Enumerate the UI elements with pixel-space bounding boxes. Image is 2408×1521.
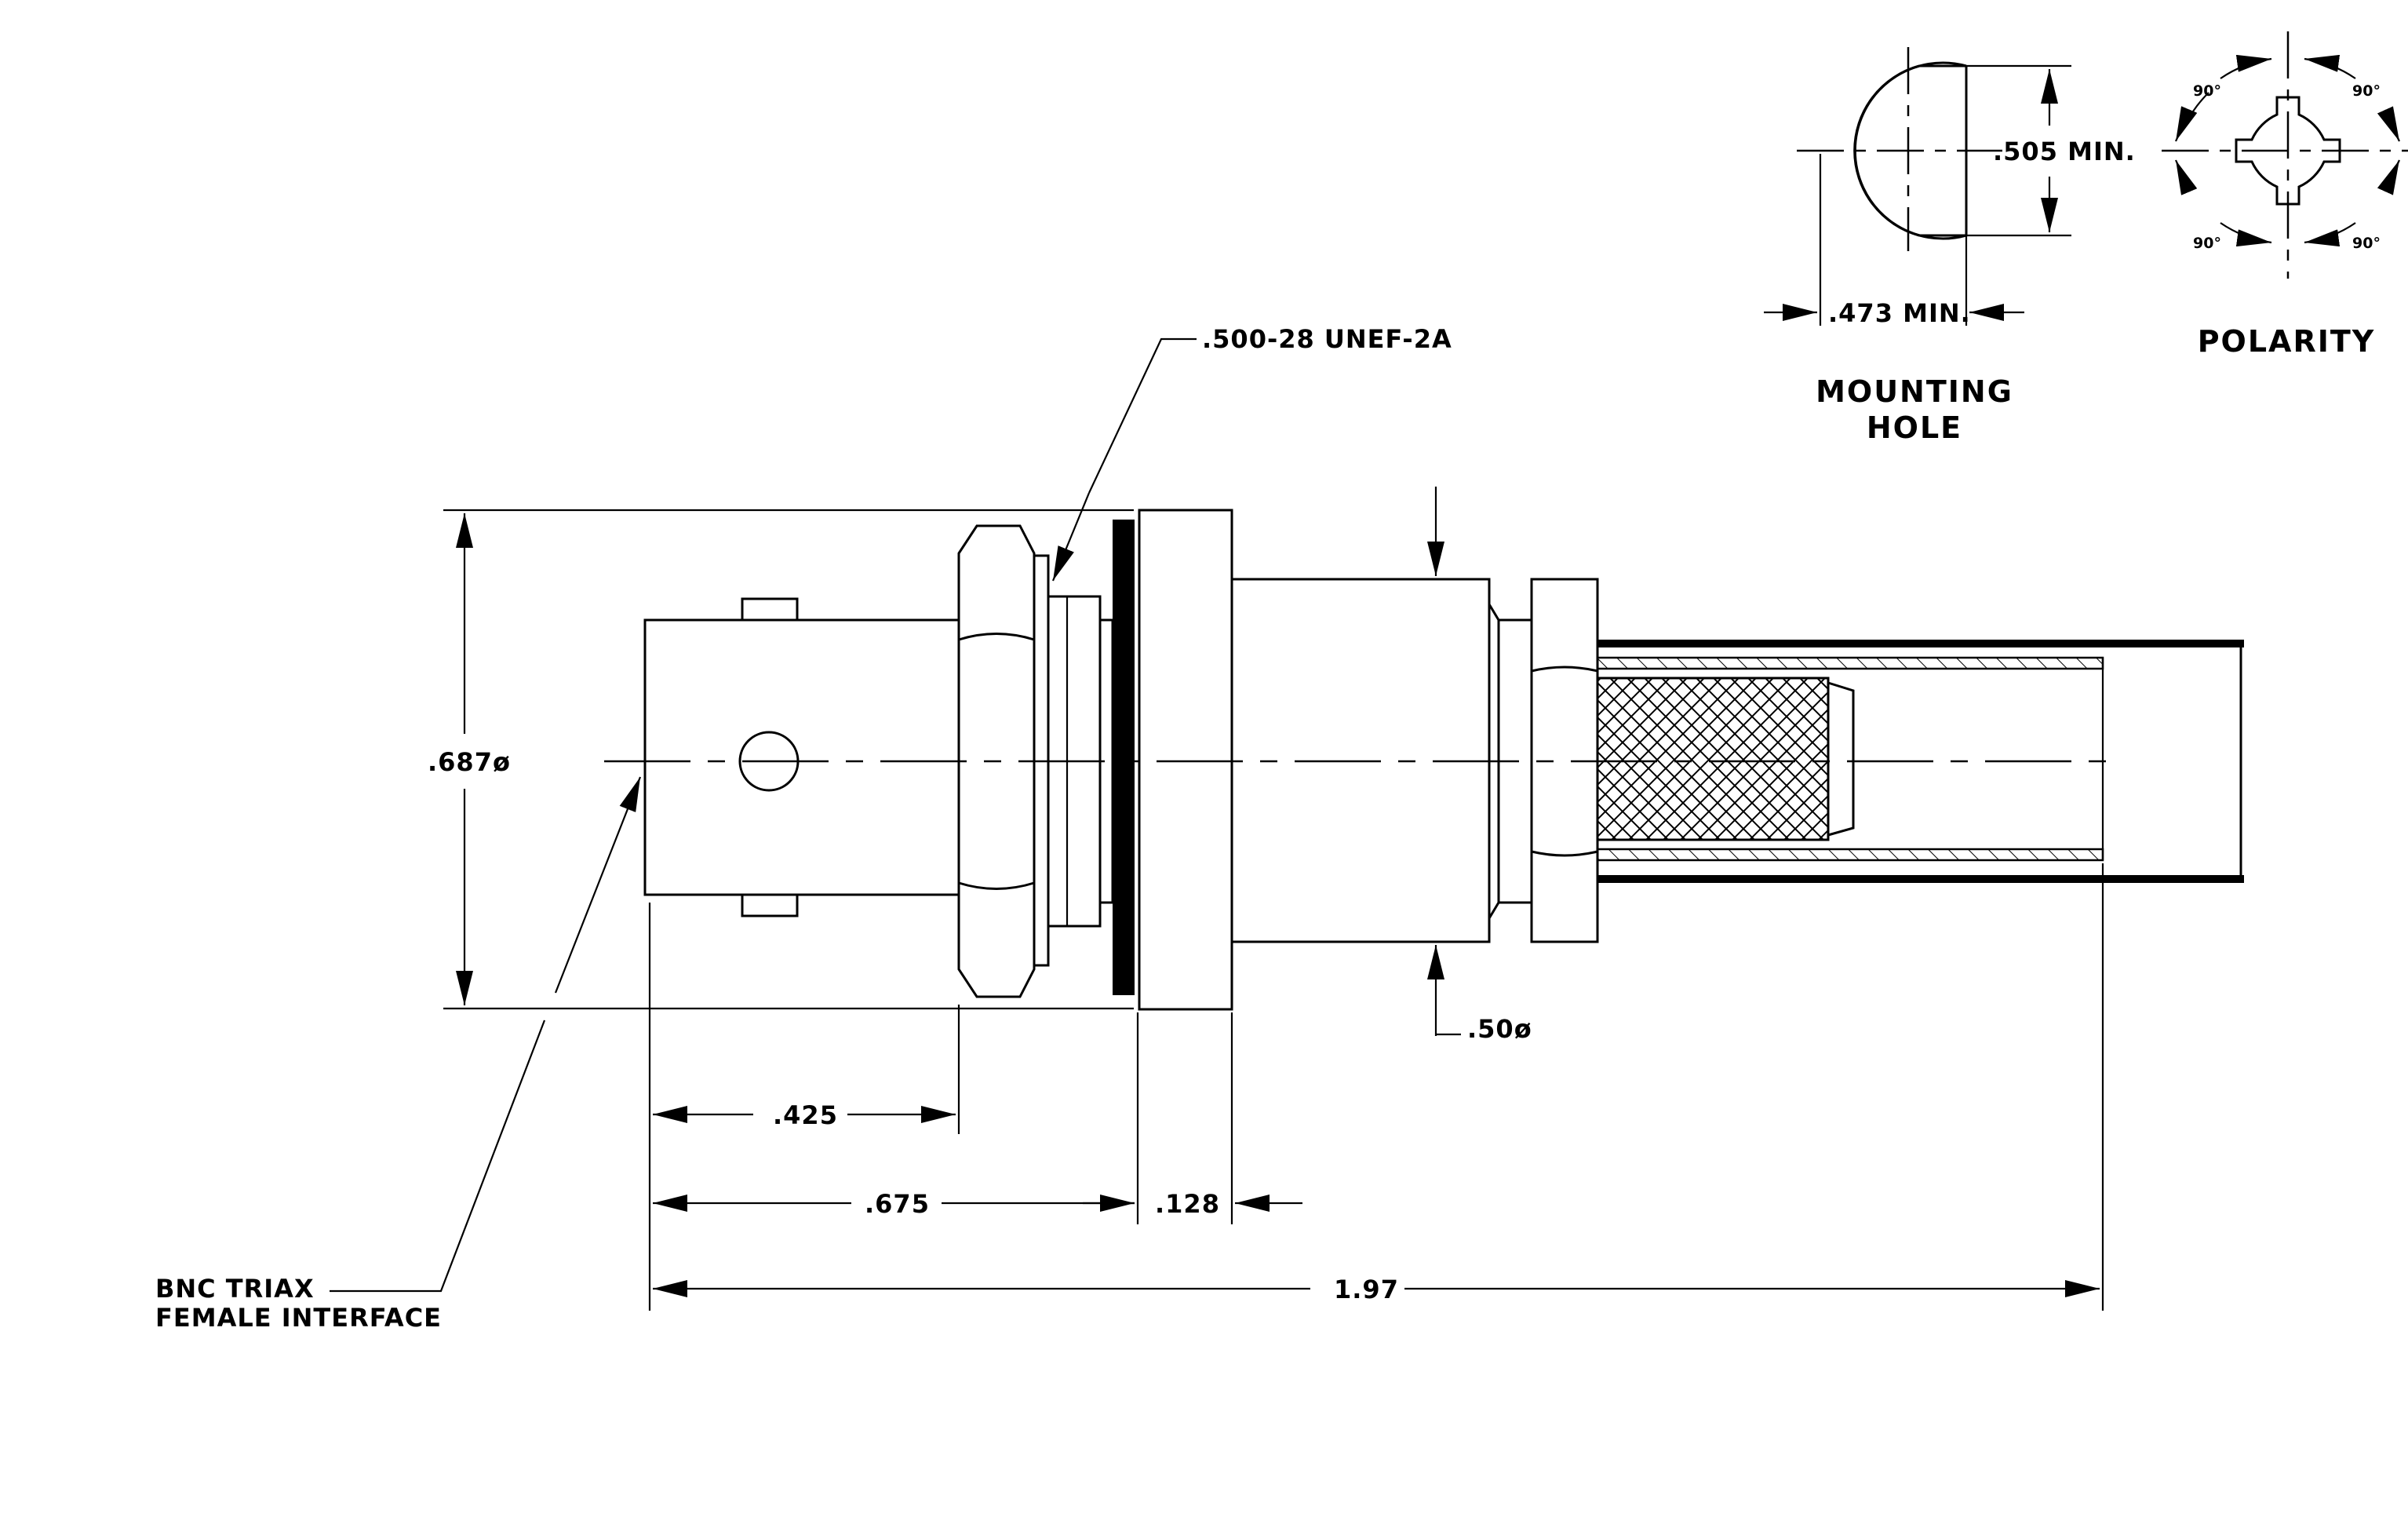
braid-insert [1596, 677, 1830, 841]
bayonet-stud-top [741, 597, 799, 622]
dim-675-label: .675 [865, 1189, 930, 1219]
mounting-hole-title-2: HOLE [1867, 410, 1962, 445]
mounting-flange [1138, 509, 1233, 1011]
dimensions: .687ø .425 .675 .128 1.97 .50ø .500-28 U… [155, 324, 2104, 1333]
bnc-front-body [643, 618, 960, 896]
interface-label-line1: BNC TRIAX [155, 1274, 315, 1304]
polarity-angle-tl: 90° [2193, 82, 2221, 100]
dim-197-label: 1.97 [1334, 1275, 1399, 1304]
bayonet-stud-bottom [741, 893, 799, 917]
panel-gasket [1113, 520, 1135, 995]
dim-425-label: .425 [773, 1100, 838, 1130]
ferrule-sleeve-bottom [1596, 848, 2104, 862]
interface-label-line2: FEMALE INTERFACE [155, 1303, 442, 1333]
thread-callout: .500-28 UNEF-2A [1202, 324, 1452, 354]
body-diameter-label: .687ø [428, 747, 511, 777]
polarity-angle-tr: 90° [2352, 82, 2381, 100]
polarity-angle-bl: 90° [2193, 235, 2221, 252]
mounting-hole-title-1: MOUNTING [1816, 374, 2013, 409]
polarity-angle-br: 90° [2352, 235, 2381, 252]
mounting-height-dim: .505 MIN. [1993, 137, 2136, 166]
mounting-width-dim: .473 MIN. [1828, 298, 1971, 328]
keyed-profile [2235, 96, 2341, 206]
polarity-view: 90° 90° 90° 90° POLARITY [2162, 31, 2408, 359]
connector-side-view [643, 509, 2244, 1011]
polarity-title: POLARITY [2198, 324, 2376, 359]
dim-128-label: .128 [1155, 1189, 1220, 1219]
rear-diameter-label: .50ø [1467, 1014, 1532, 1044]
mounting-hole-view: .505 MIN. .473 MIN. MOUNTING HOLE [1764, 47, 2136, 445]
ferrule-sleeve-top [1596, 656, 2104, 670]
